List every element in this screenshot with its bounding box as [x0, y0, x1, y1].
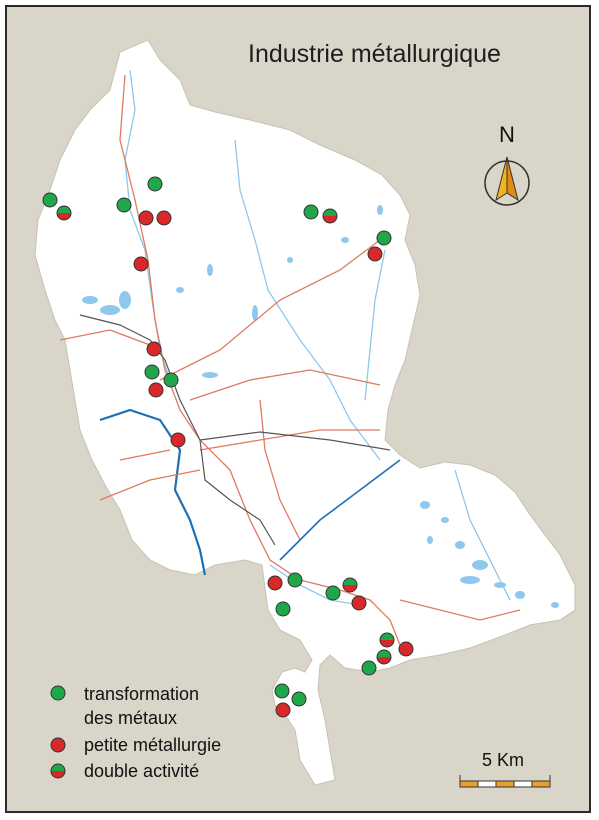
site-petite-metallurgie [148, 382, 164, 398]
scale-bar [459, 775, 551, 788]
legend-label-double: double activité [84, 761, 200, 781]
site-transformation [274, 683, 290, 699]
site-petite-metallurgie [398, 641, 414, 657]
site-transformation [361, 660, 377, 676]
roads [59, 74, 521, 646]
site-transformation [163, 372, 179, 388]
site-petite-metallurgie [275, 702, 291, 718]
rivers [124, 69, 511, 606]
north-label: N [499, 122, 515, 147]
site-transformation [287, 572, 303, 588]
legend-symbol-transformation [50, 685, 66, 701]
site-double-activite [379, 632, 395, 648]
highway [279, 459, 401, 561]
site-transformation [147, 176, 163, 192]
scale-label: 5 Km [482, 750, 525, 770]
site-petite-metallurgie [138, 210, 154, 226]
site-petite-metallurgie [133, 256, 149, 272]
site-petite-metallurgie [156, 210, 172, 226]
site-transformation [42, 192, 58, 208]
site-petite-metallurgie [367, 246, 383, 262]
site-petite-metallurgie [267, 575, 283, 591]
legend-symbols [50, 685, 66, 779]
site-petite-metallurgie [351, 595, 367, 611]
site-transformation [303, 204, 319, 220]
legend-label-petite: petite métallurgie [84, 735, 222, 755]
legend-symbol-double [50, 763, 66, 779]
legend-label-transformation: transformation [84, 684, 200, 704]
legend-label-transformation-line2: des métaux [84, 708, 178, 728]
site-double-activite [342, 577, 358, 593]
map-title: Industrie métallurgique [248, 40, 501, 68]
legend-symbol-petite [50, 737, 66, 753]
site-transformation [376, 230, 392, 246]
site-double-activite [376, 649, 392, 665]
site-petite-metallurgie [170, 432, 186, 448]
site-transformation [275, 601, 291, 617]
rail-lines [79, 314, 391, 546]
territory-land [34, 39, 576, 786]
major-river [99, 408, 207, 576]
metallurgy-sites [42, 176, 414, 718]
site-double-activite [322, 208, 338, 224]
site-transformation [116, 197, 132, 213]
north-arrow-icon [484, 156, 530, 206]
site-transformation [291, 691, 307, 707]
site-petite-metallurgie [146, 341, 162, 357]
site-transformation [325, 585, 341, 601]
site-double-activite [56, 205, 72, 221]
site-transformation [144, 364, 160, 380]
